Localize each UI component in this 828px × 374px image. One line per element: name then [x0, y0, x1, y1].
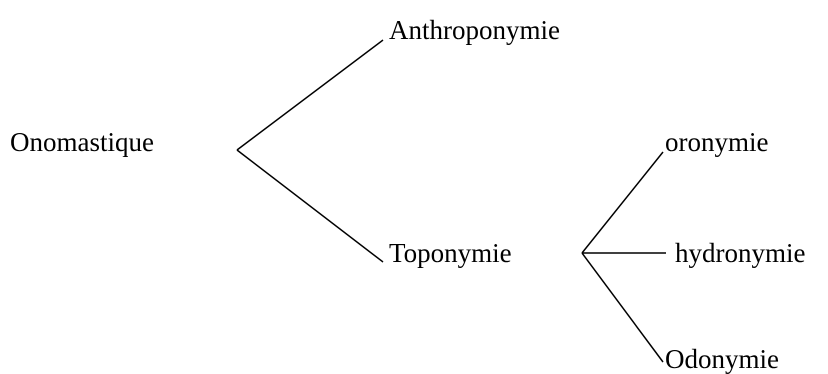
node-onomastique: Onomastique [10, 127, 154, 157]
edge-onomastique-toponymie [236, 149, 384, 263]
node-anthroponymie: Anthroponymie [389, 15, 560, 45]
node-toponymie: Toponymie [389, 238, 512, 268]
node-odonymie: Odonymie [665, 344, 779, 374]
edge-toponymie-odonymie [581, 252, 664, 363]
node-oronymie: oronymie [665, 127, 769, 157]
node-hydronymie: hydronymie [675, 238, 806, 268]
edge-onomastique-anthroponymie [236, 39, 384, 151]
edge-toponymie-oronymie [581, 151, 664, 254]
